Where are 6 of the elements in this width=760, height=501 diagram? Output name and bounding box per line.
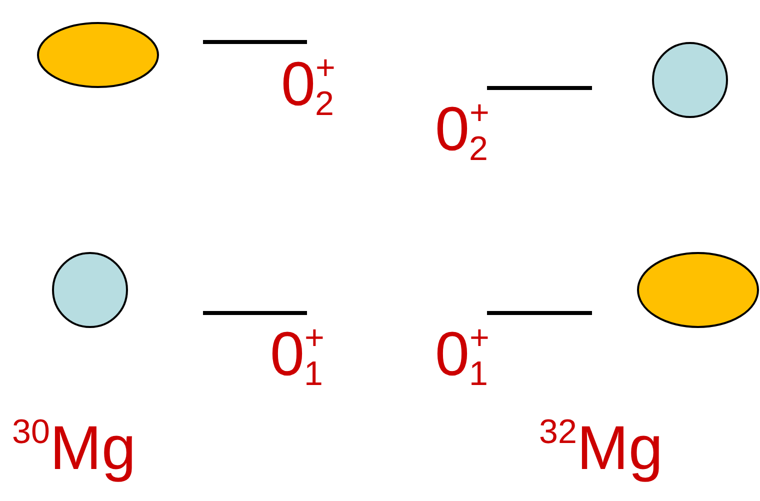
- spherical-nucleus-circle: [52, 252, 128, 328]
- nucleus-label: $^{32}$Mg: [539, 418, 664, 480]
- deformed-nucleus-ellipse: [37, 22, 159, 88]
- spherical-nucleus-circle: [652, 42, 728, 118]
- nucleus-label: $^{30}$Mg: [12, 418, 136, 480]
- deformed-nucleus-ellipse: [637, 252, 759, 328]
